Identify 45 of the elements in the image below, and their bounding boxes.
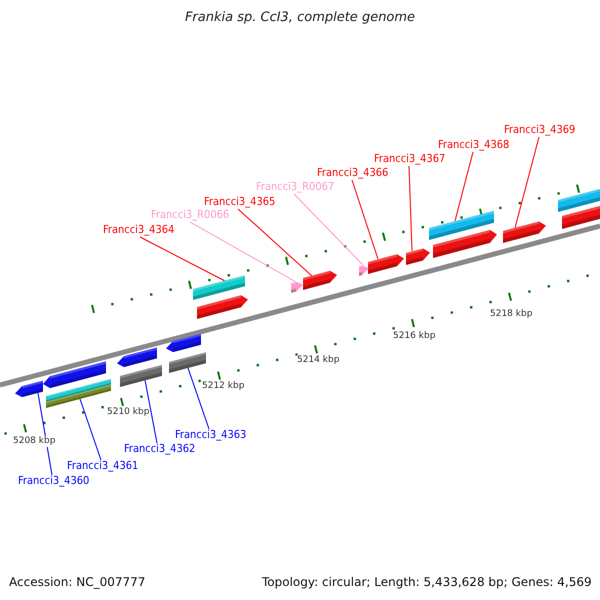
- gene-feature: [368, 254, 404, 274]
- gene-label: Francci3_4361: [67, 459, 138, 472]
- title: Frankia sp. CcI3, complete genome: [184, 11, 416, 24]
- gene-feature: [166, 333, 206, 373]
- leader-line: [514, 136, 540, 228]
- gene-feature: [359, 265, 369, 276]
- leader-line: [38, 392, 52, 476]
- gene-feature: [193, 275, 248, 319]
- gene-feature: [43, 361, 111, 408]
- gene-label: Francci3_R0067: [256, 180, 334, 193]
- gene-feature: [503, 221, 546, 243]
- gene-feature: [406, 248, 430, 265]
- leader-line: [190, 222, 296, 282]
- gene-label: Francci3_4363: [175, 428, 246, 441]
- gene-label: Francci3_4369: [504, 123, 576, 136]
- leader-line: [188, 368, 210, 430]
- scale-label: 5212 kbp: [202, 381, 244, 392]
- leader-line: [80, 398, 102, 460]
- gene-label: Francci3_4366: [317, 166, 388, 179]
- scale-label: 5218 kbp: [490, 309, 532, 320]
- info-text: Topology: circular; Length: 5,433,628 bp; Genes: 4,569: [262, 576, 592, 589]
- gene-feature: [291, 281, 303, 293]
- gene-feature: [558, 188, 600, 229]
- gene-feature: [429, 210, 497, 258]
- gene-label: Francci3_4360: [18, 474, 90, 487]
- gene-label: Francci3_R0066: [151, 208, 230, 221]
- scale-label: 5214 kbp: [297, 355, 340, 366]
- info-text: Accession: NC_007777: [9, 576, 146, 589]
- gene-label: Francci3_4364: [103, 223, 174, 236]
- gene-label: Francci3_4368: [438, 138, 510, 151]
- gene-feature: [303, 270, 337, 290]
- scale-label: 5210 kbp: [107, 407, 150, 418]
- leader-line: [408, 166, 412, 252]
- gene-label: Francci3_4365: [204, 195, 276, 208]
- leader-line: [140, 236, 226, 282]
- leader-line: [294, 194, 364, 266]
- leader-line: [352, 180, 378, 260]
- gene-label: Francci3_4367: [374, 152, 446, 165]
- scale-label: 5208 kbp: [13, 436, 56, 447]
- gene-feature: [15, 380, 43, 398]
- scale-label: 5216 kbp: [393, 331, 436, 342]
- gene-label: Francci3_4362: [124, 442, 196, 455]
- leader-line: [454, 152, 474, 222]
- gene-feature: [117, 347, 162, 387]
- leader-line: [238, 208, 312, 276]
